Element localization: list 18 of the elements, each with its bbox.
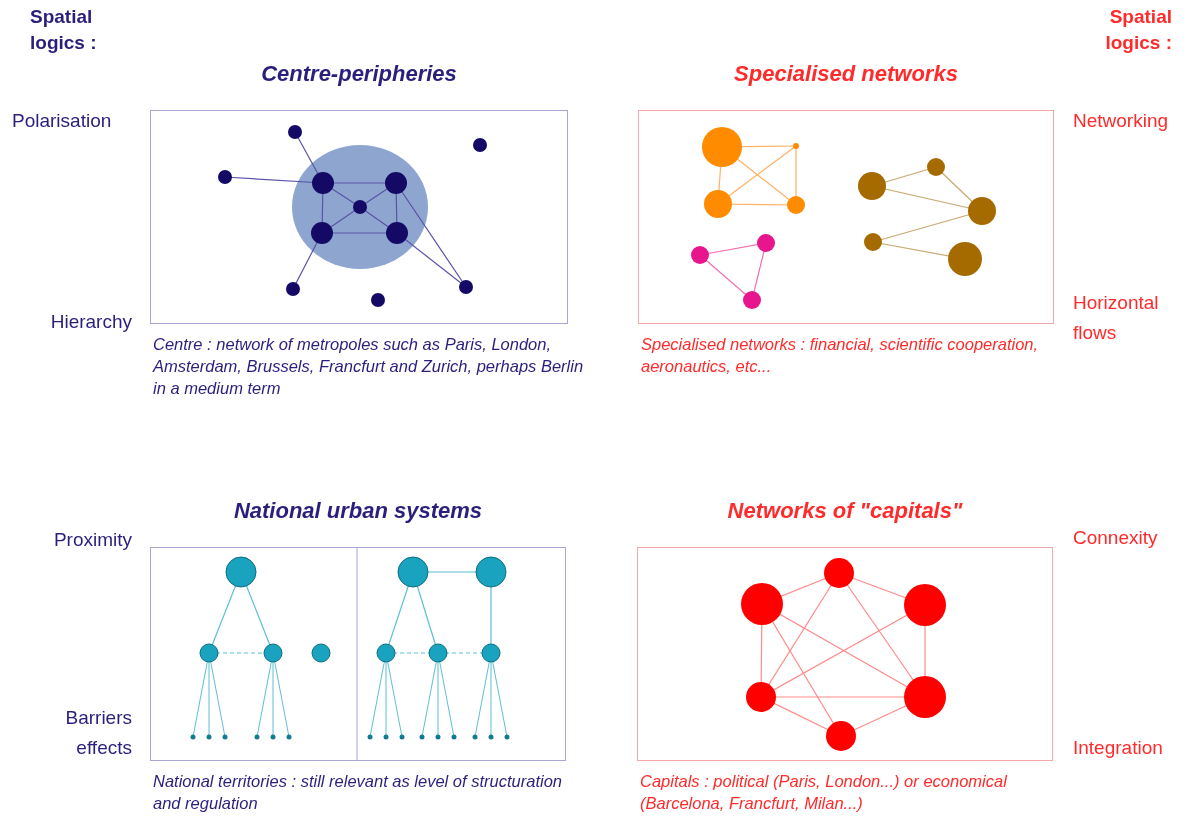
panel-caption: Capitals : political (Paris, London...) or economical (Barcelona, Francfurt, Milan...) <box>640 771 1009 814</box>
axis-label: Proximity <box>52 528 132 552</box>
axis-label: Networking <box>1073 109 1170 133</box>
panel-caption: National territories : still relevant as level of structuration and regulation <box>153 771 563 814</box>
heading-label: Spatial logics : <box>1104 5 1172 55</box>
panel-caption: Specialised networks : financial, scientific cooperation, aeronautics, etc... <box>641 334 1040 377</box>
axis-label: Connexity <box>1073 526 1159 550</box>
axis-label: Horizontal flows <box>1073 291 1160 345</box>
axis-label: Polarisation <box>12 109 113 133</box>
panel-title: National urban systems <box>232 498 484 524</box>
heading-label: Spatial logics : <box>30 5 98 55</box>
panel-title: Centre-peripheries <box>260 61 458 87</box>
panel-title: Specialised networks <box>733 61 959 87</box>
axis-label: Integration <box>1073 736 1164 760</box>
panel-caption: Centre : network of metropoles such as Paris, London, Amsterdam, Brussels, Francfurt and Zurich, perhaps Berlin in a medium term <box>153 334 585 399</box>
axis-label: Barriers effects <box>64 706 132 760</box>
axis-label: Hierarchy <box>49 310 132 334</box>
panel-title: Networks of "capitals" <box>726 498 964 524</box>
